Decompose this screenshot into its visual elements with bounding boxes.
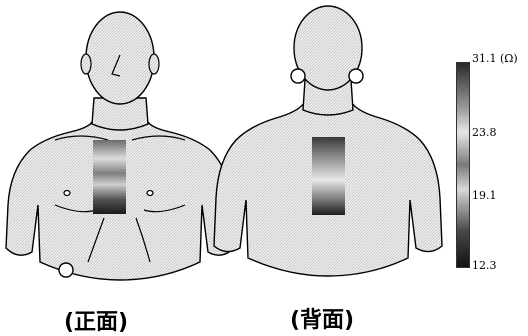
front-nipple-left	[64, 191, 70, 196]
back-view-label: (背面)	[290, 302, 354, 334]
colorbar-max-label: 31.1 (Ω)	[472, 52, 518, 65]
front-ear-left	[81, 54, 91, 74]
back-electrode-right	[349, 69, 363, 83]
colorbar-tick-q2: 19.1	[472, 189, 497, 202]
back-impedance-map	[312, 137, 345, 215]
back-electrode-left	[291, 69, 305, 83]
front-electrode-marker	[59, 263, 73, 277]
front-figure	[6, 12, 234, 280]
front-impedance-map	[93, 140, 126, 214]
front-head	[86, 12, 154, 104]
front-view-label: (正面)	[64, 304, 128, 336]
colorbar-tick-q3: 23.8	[472, 126, 497, 139]
colorbar-min-label: 12.3	[472, 259, 497, 272]
impedance-colorbar	[456, 62, 470, 268]
front-ear-right	[149, 54, 159, 74]
front-nipple-right	[147, 191, 153, 196]
back-figure	[214, 6, 442, 276]
